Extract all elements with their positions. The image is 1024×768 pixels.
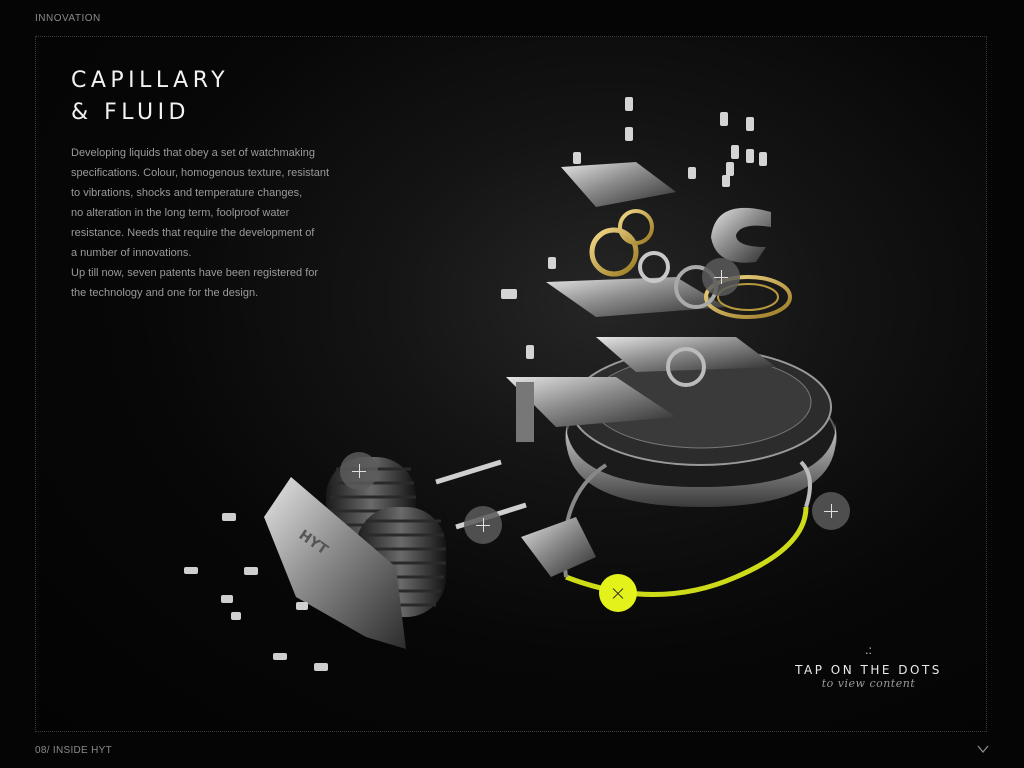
description-line: resistance. Needs that require the devel… [71,227,315,239]
content-frame: CAPILLARY & FLUID Developing liquids tha… [35,36,987,732]
description-line: a number of innovations. [71,247,192,259]
description-line: Up till now, seven patents have been reg… [71,267,319,279]
description-line: specifications. Colour, homogenous textu… [71,167,330,179]
title-line-2: & FLUID [71,100,190,125]
description: Developing liquids that obey a set of wa… [71,143,391,303]
hyt-bracket [264,477,406,649]
description-line: to vibrations, shocks and temperature ch… [71,187,303,199]
hotspot-capillary-left[interactable] [464,506,502,544]
piston-rod [435,459,502,485]
balance-wheel [704,275,792,319]
gear [589,227,639,277]
screws [501,97,767,359]
c-bracket [711,207,771,263]
page-label: 08/ INSIDE HYT [35,745,112,756]
description-line: Developing liquids that obey a set of wa… [71,147,315,159]
description-line: the technology and one for the design. [71,287,259,299]
gear [618,209,654,245]
capillary-tube [799,460,812,508]
hotspot-bellows[interactable] [340,452,378,490]
hotspot-fluid[interactable] [599,574,637,612]
bracket-screws [184,513,328,671]
tap-instruction: .: TAP ON THE DOTS to view content [781,643,956,690]
description-line: no alteration in the long term, foolproo… [71,207,290,219]
title-line-1: CAPILLARY [71,68,230,93]
hotspot-capillary-right[interactable] [812,492,850,530]
tap-instruction-title: TAP ON THE DOTS [795,663,942,677]
chevron-down-icon[interactable] [976,742,990,756]
page-title: CAPILLARY & FLUID [71,65,229,129]
gear [638,251,670,283]
section-label: INNOVATION [35,13,101,24]
top-bridge [561,162,676,207]
tap-instruction-subtitle: to view content [821,677,916,690]
capillary-holder [521,517,596,577]
bridge-plate [596,337,776,372]
balance-spring [717,283,779,311]
gear [666,347,706,387]
side-block-face [516,382,534,442]
case-band [566,422,836,507]
exploded-movement-illustration: HYT [184,97,837,671]
hotspot-movement[interactable] [702,258,740,296]
upper-bridge [546,277,726,317]
side-block [506,377,676,427]
dots-icon: .: [865,643,872,657]
